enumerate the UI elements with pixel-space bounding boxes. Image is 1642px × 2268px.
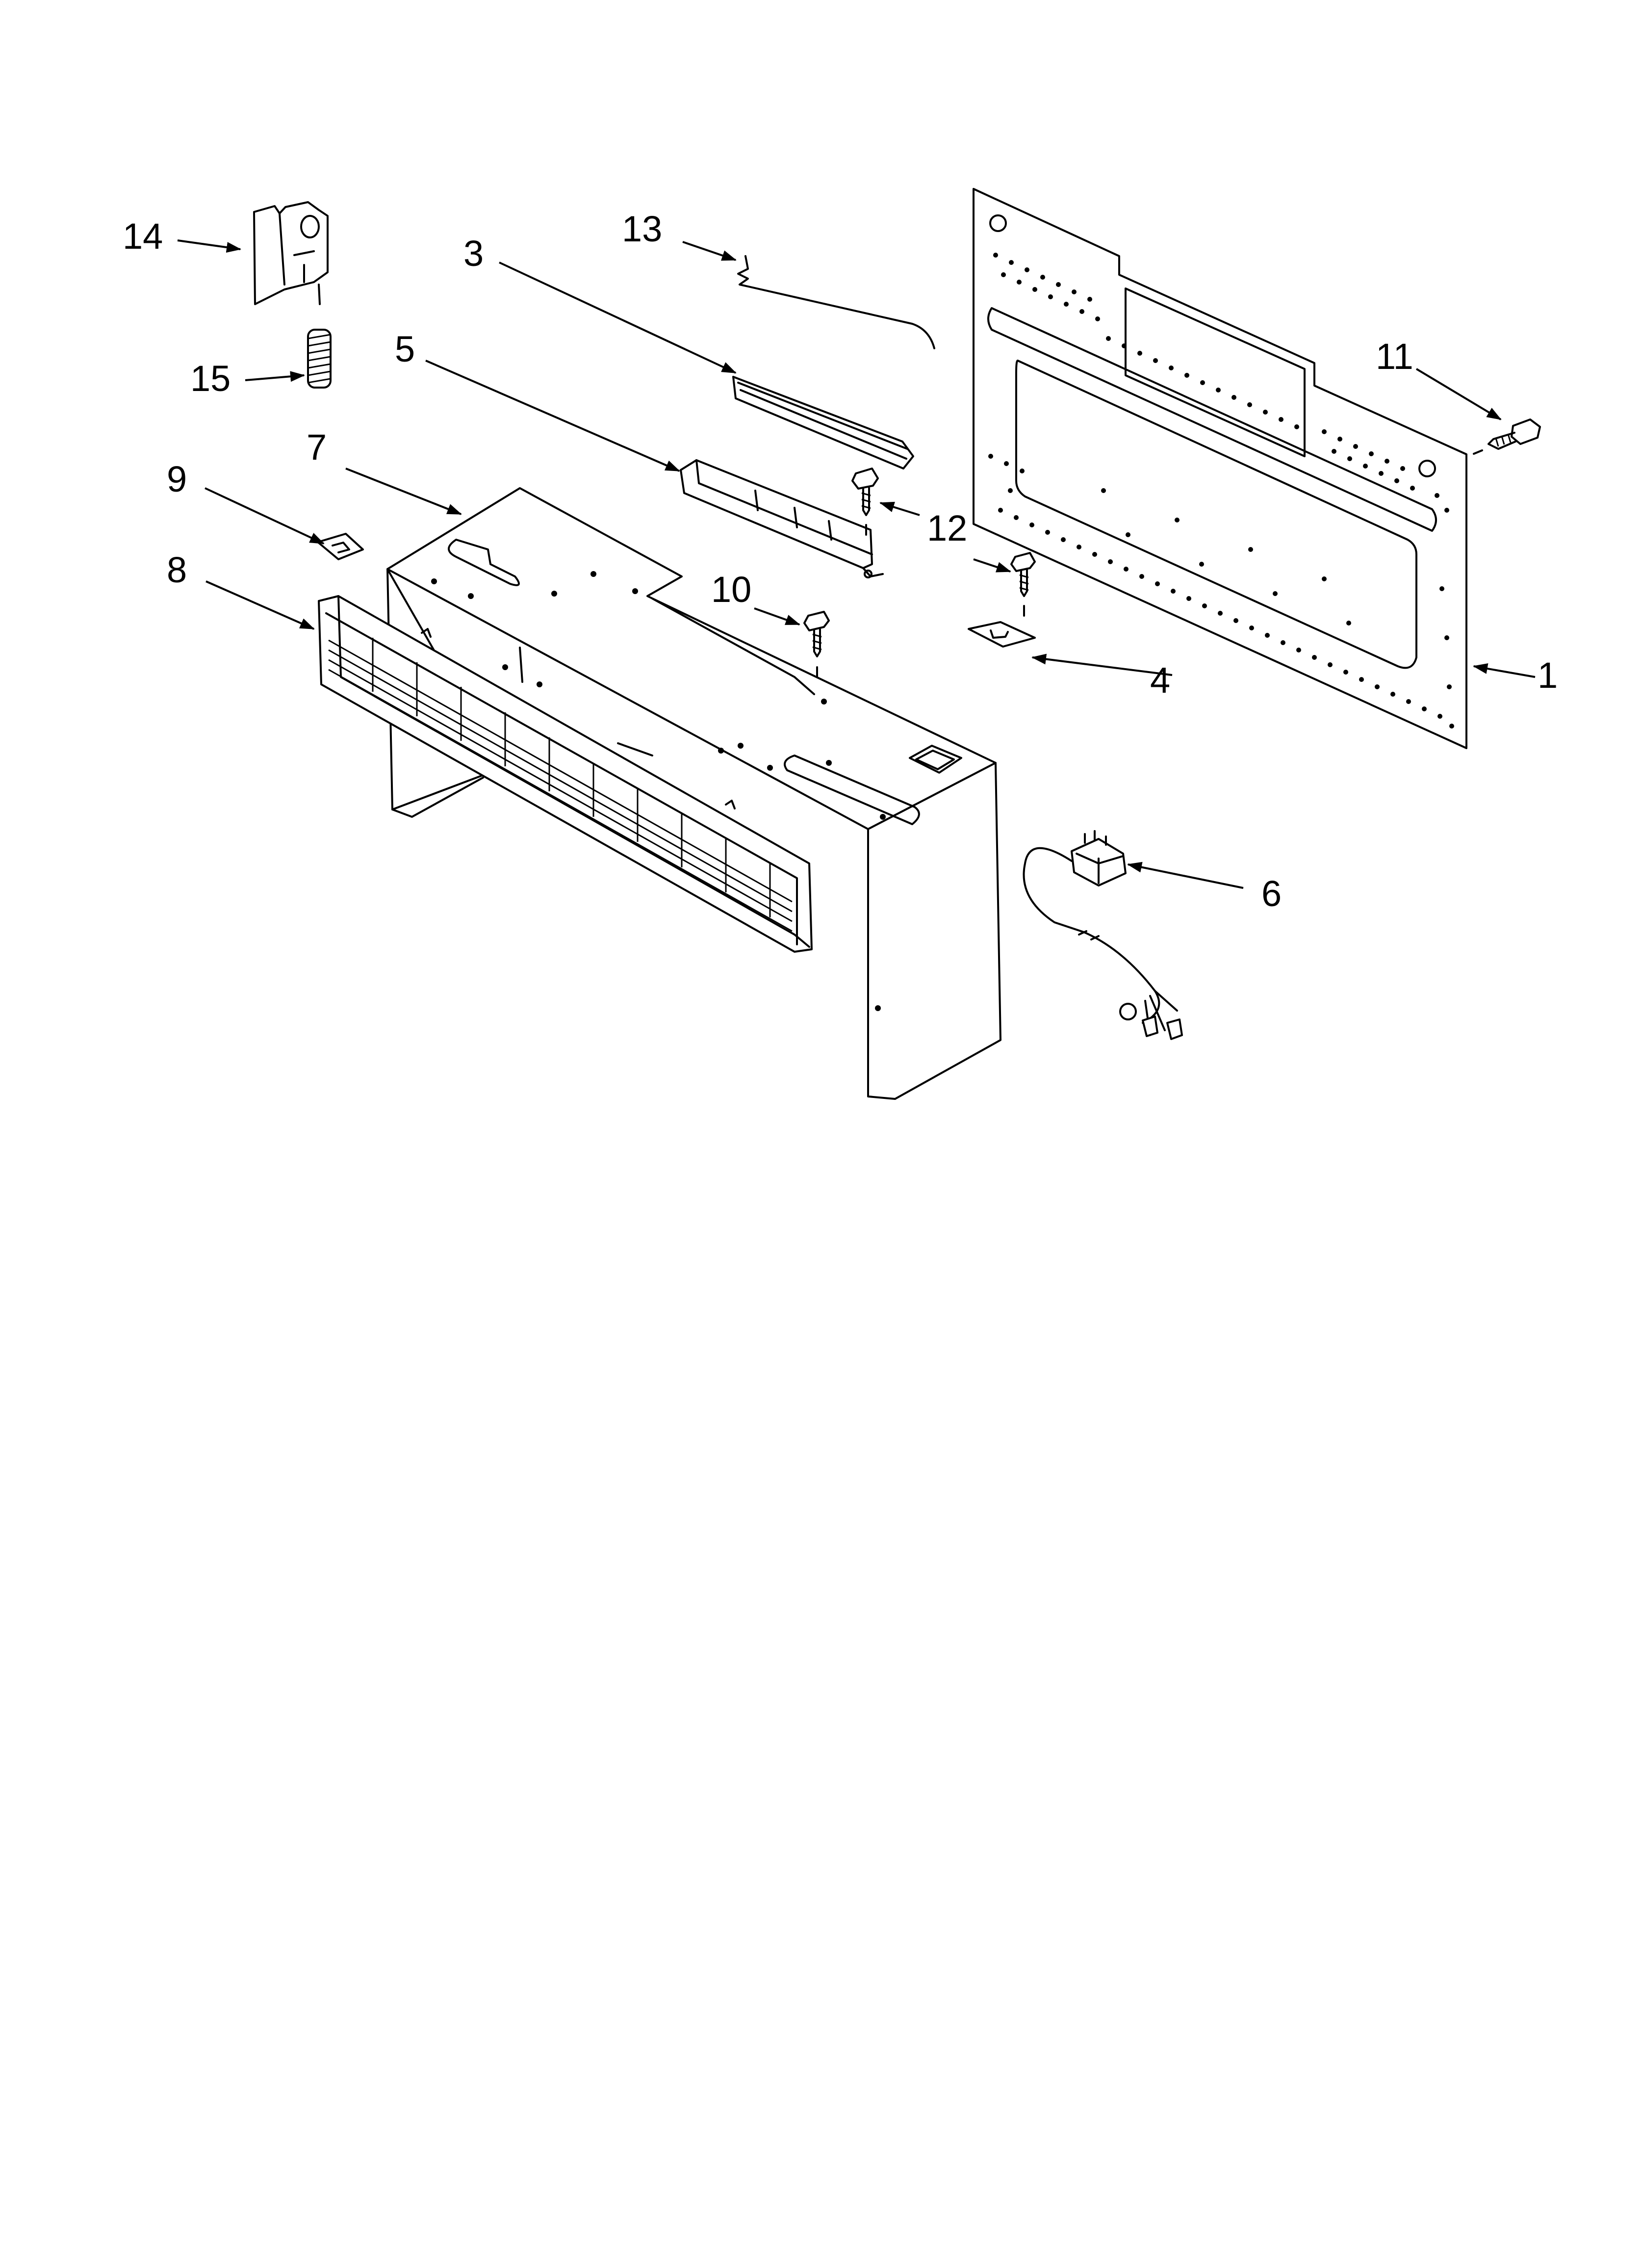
part-9-clip <box>317 533 364 560</box>
callout-5: 5 <box>395 329 415 369</box>
callout-1: 1 <box>1538 655 1558 696</box>
callout-12: 12 <box>927 508 968 548</box>
callout-4: 4 <box>1150 660 1171 701</box>
callout-8: 8 <box>167 549 187 590</box>
part-14-bracket <box>253 201 329 305</box>
callout-7: 7 <box>307 427 327 468</box>
callout-14: 14 <box>123 216 163 257</box>
part-1-mounting-plate <box>973 188 1467 749</box>
part-12-screw-lower <box>1010 552 1036 617</box>
callout-9: 9 <box>167 459 187 499</box>
part-13-wire <box>737 255 935 349</box>
callout-10: 10 <box>711 569 752 610</box>
callout-15: 15 <box>190 358 231 399</box>
part-8-vent-grille <box>318 595 813 953</box>
part-3-rail <box>732 376 914 469</box>
part-7-cabinet-housing <box>386 487 1001 1100</box>
part-11-screw <box>1473 418 1541 455</box>
callout-13: 13 <box>622 209 663 249</box>
part-5-channel-bracket <box>680 459 884 578</box>
callout-6: 6 <box>1261 873 1282 914</box>
part-4-clip-plate <box>968 621 1036 648</box>
callout-3: 3 <box>463 233 484 274</box>
part-10-screw <box>803 611 830 680</box>
part-6-power-cord <box>1023 830 1183 1040</box>
part-12-screw-upper <box>851 468 879 536</box>
callout-11: 11 <box>1376 336 1413 377</box>
part-15-spring <box>307 329 332 389</box>
leader-lines <box>177 239 1536 889</box>
